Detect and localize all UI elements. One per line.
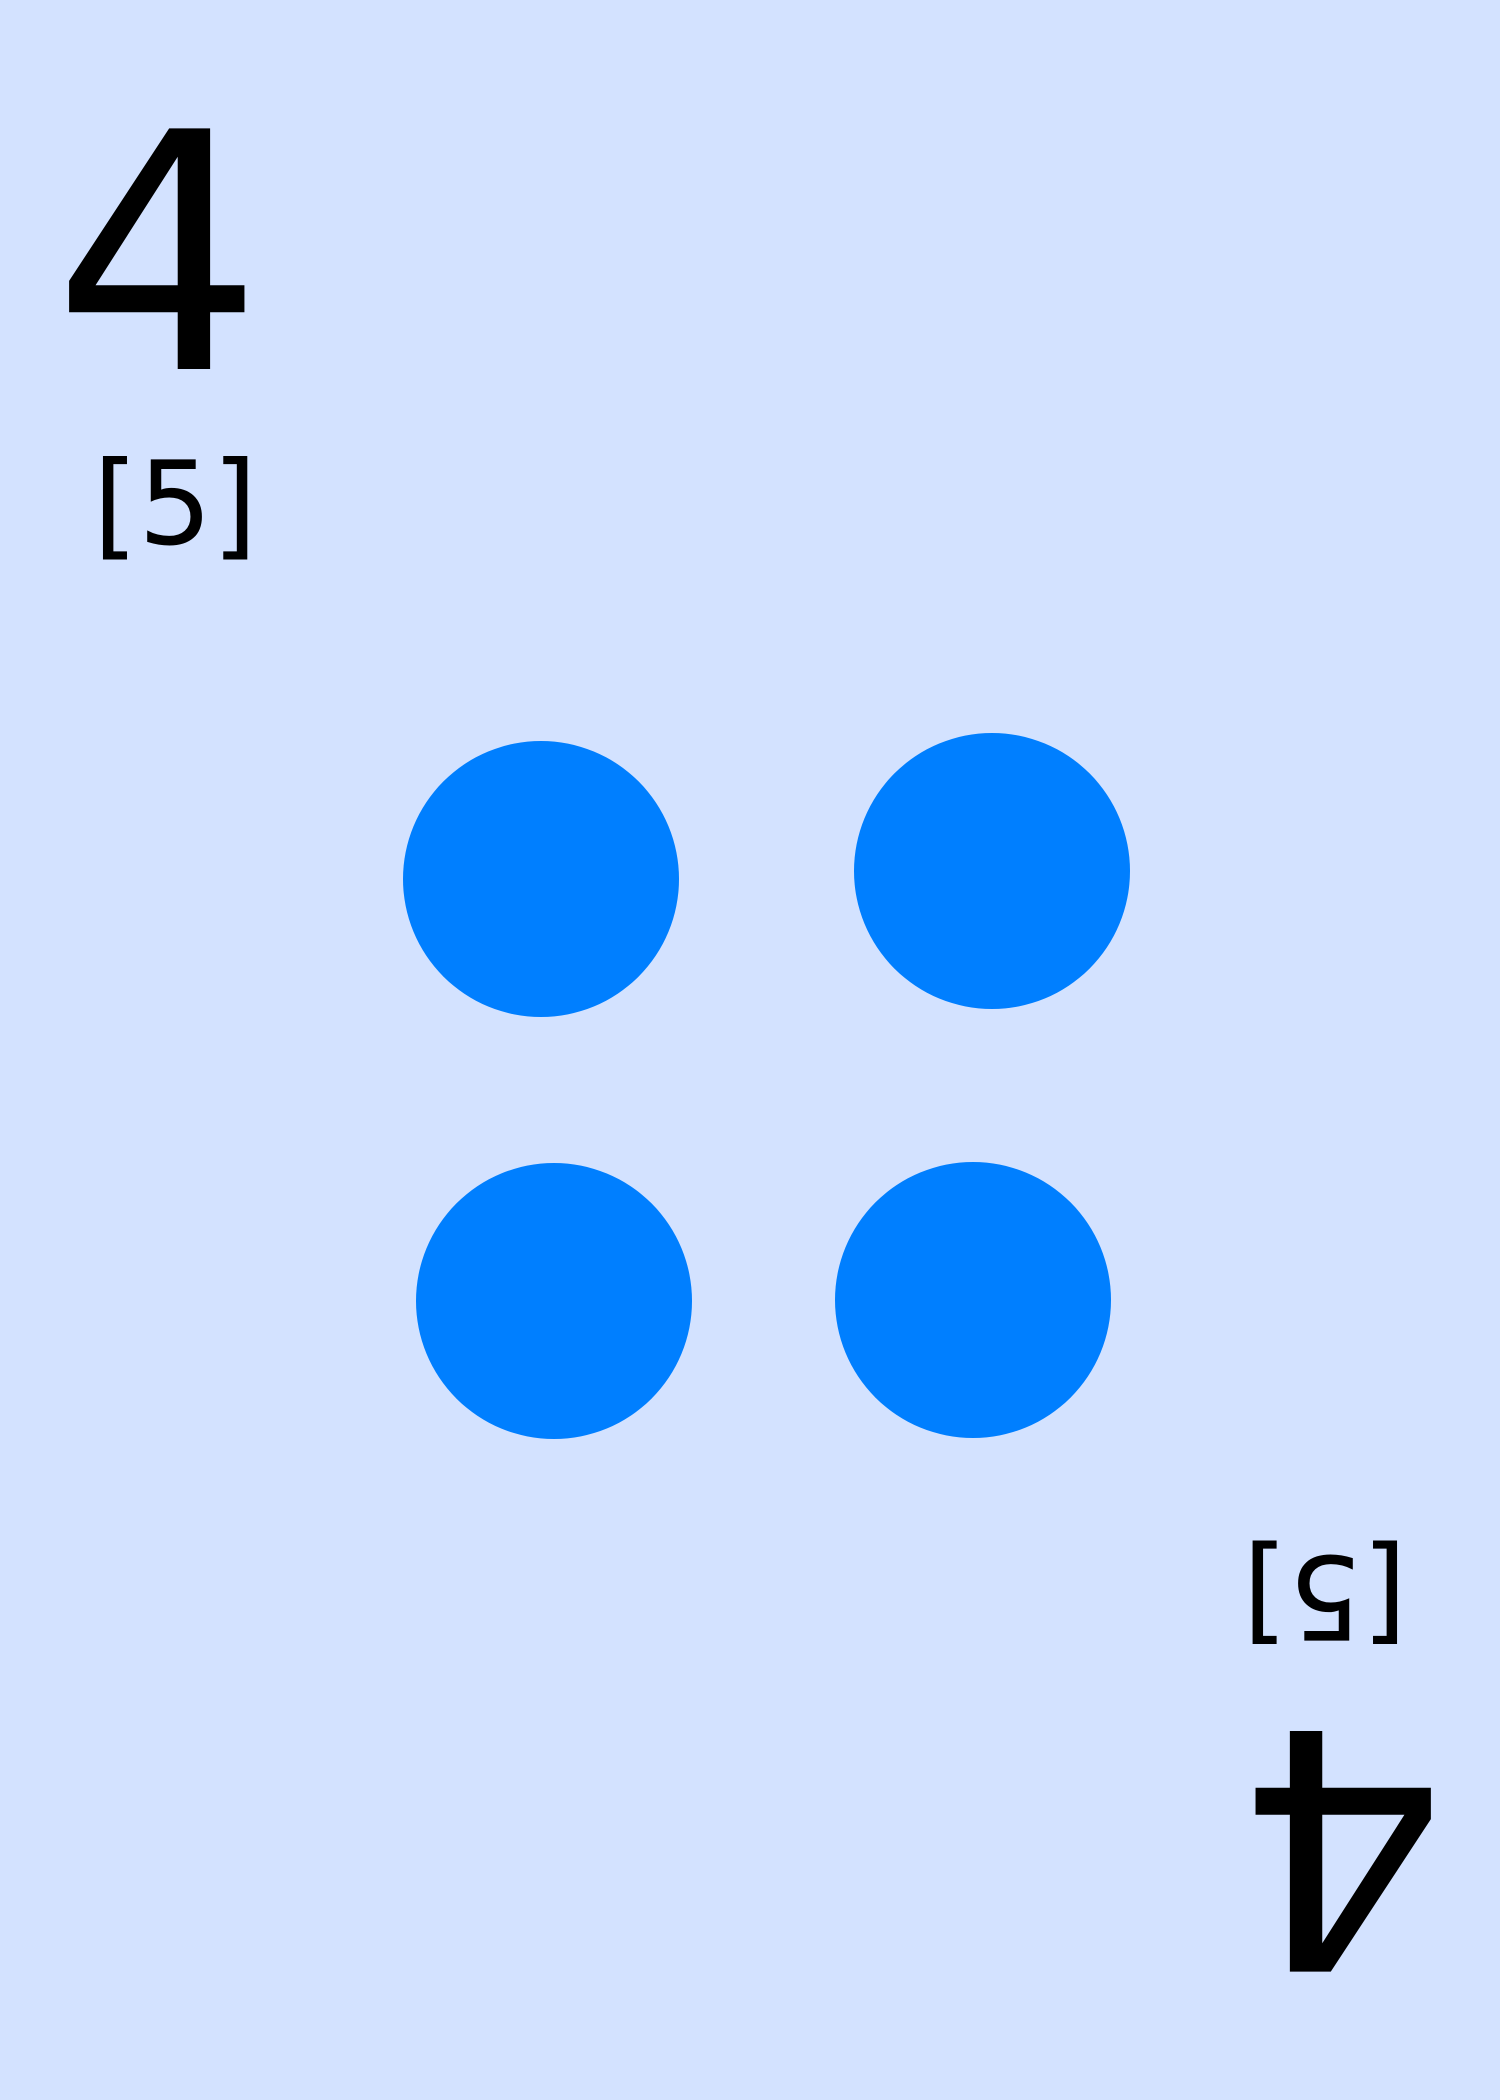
- bottom-right-sub-label: [5]: [1242, 1528, 1407, 1663]
- pip-circle: [854, 733, 1130, 1009]
- top-left-sub-label: [5]: [93, 437, 258, 572]
- pip-circle: [416, 1163, 692, 1439]
- bottom-right-corner-index: 4 [5]: [1237, 1528, 1447, 2037]
- top-left-corner-index: 4 [5]: [53, 90, 263, 563]
- bottom-right-rank: 4: [1237, 1653, 1447, 2037]
- top-left-rank: 4: [53, 63, 263, 447]
- pip-circle: [835, 1162, 1111, 1438]
- pip-circle: [403, 741, 679, 1017]
